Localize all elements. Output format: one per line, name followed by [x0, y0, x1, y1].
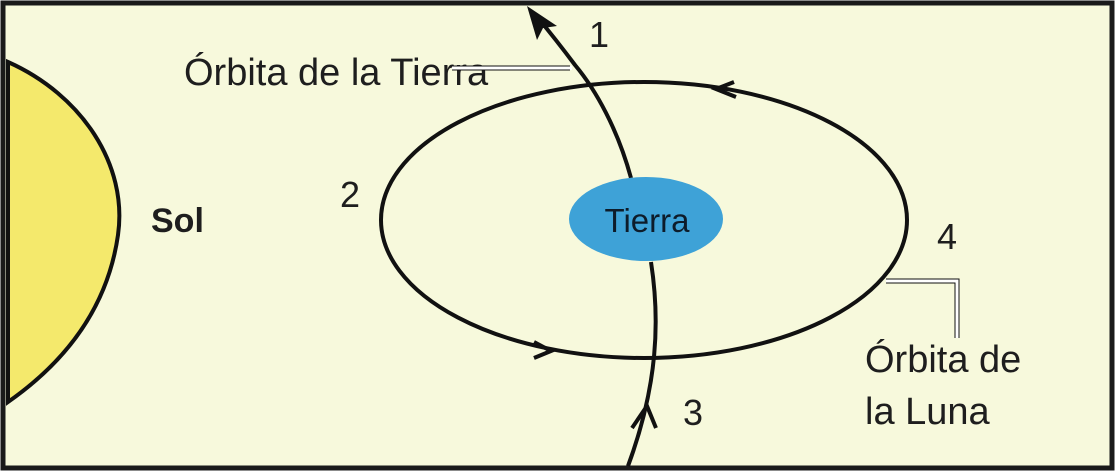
earth-label: Tierra [605, 202, 691, 239]
earth-orbit-path-upper [536, 16, 633, 179]
moon-orbit-leader-line [886, 279, 959, 338]
position-number-2: 2 [340, 174, 360, 215]
moon-orbit-arrowhead-top [710, 80, 737, 99]
moon-orbit-label-line-1: Órbita de [865, 338, 1021, 381]
moon-orbit-leader-line-outline-inner [886, 282, 956, 338]
earth-disc [569, 177, 723, 261]
moon-orbit-label-line-2: la Luna [865, 391, 991, 433]
moon-orbit-arrowhead-bottom [533, 340, 556, 360]
earth-orbit-arrowhead-top [527, 6, 557, 40]
moon-orbit [379, 80, 909, 360]
position-number-3: 3 [683, 392, 703, 433]
sun-label: Sol [151, 202, 204, 240]
position-number-4: 4 [937, 216, 957, 257]
earth-orbit-label: Órbita de la Tierra [184, 51, 489, 94]
earth-orbit-path-lower [626, 261, 658, 467]
position-number-1: 1 [589, 14, 609, 55]
moon-orbit-leader-line-outline [886, 278, 960, 338]
earth-orbit-arrowhead-bottom [630, 401, 658, 430]
sun-disc [6, 58, 122, 406]
